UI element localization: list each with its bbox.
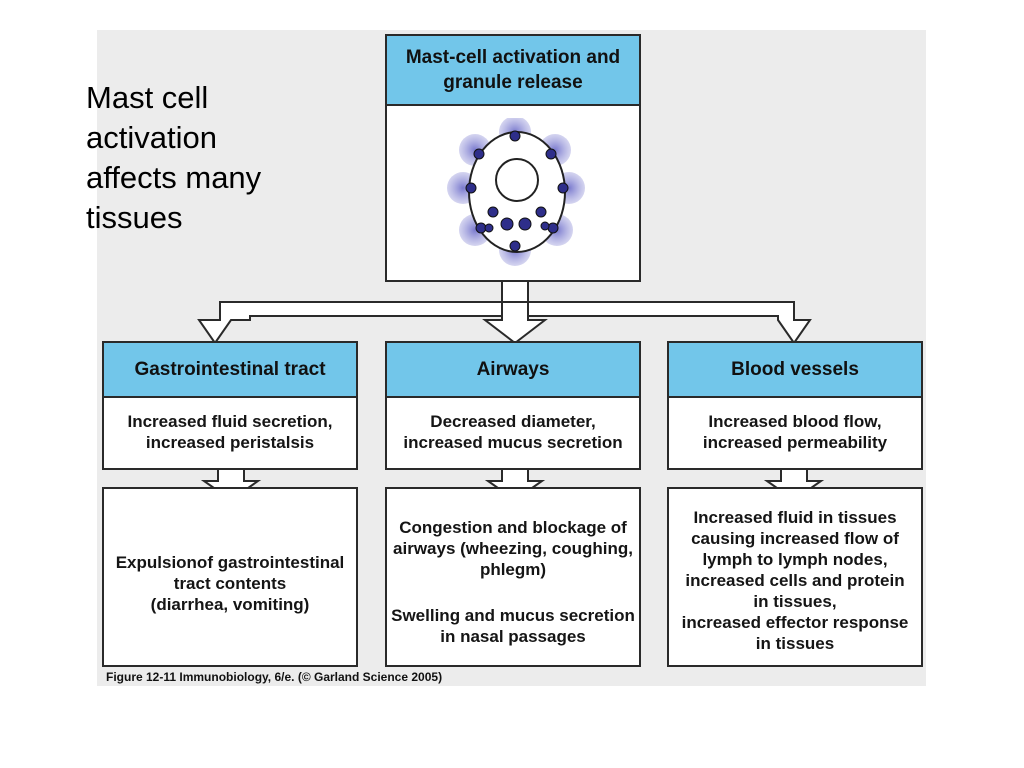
slide-title-line: Mast cell <box>86 80 209 115</box>
granule <box>518 217 532 231</box>
blood-outcome-line: causing increased flow of <box>691 529 899 548</box>
mast-cell-header-line: granule release <box>443 72 583 93</box>
gi-outcome-text: Expulsionof gastrointestinal tract conte… <box>104 552 356 615</box>
gi-tract-header-label: Gastrointestinal tract <box>134 358 326 380</box>
airways-outcome-box <box>385 487 641 667</box>
airways-outcome2-line: Swelling and mucus secretion <box>391 606 635 625</box>
airways-effect-text: Decreased diameter, increased mucus secr… <box>387 411 639 453</box>
blood-vessels-header-label: Blood vessels <box>731 358 859 380</box>
blood-outcome-line: lymph to lymph nodes, <box>702 550 888 569</box>
airways-outcome-line: Congestion and blockage of <box>399 518 627 537</box>
cell-nucleus <box>495 158 539 202</box>
granule <box>547 222 559 234</box>
blood-vessels-header: Blood vessels <box>667 341 923 398</box>
blood-effect-box <box>667 396 923 470</box>
blood-outcome-line: in tissues <box>755 634 835 653</box>
airways-outcome2-line: in nasal passages <box>440 627 586 646</box>
granule <box>487 206 499 218</box>
gi-effect-text: Increased fluid secretion, increased per… <box>104 411 356 453</box>
airways-header-label: Airways <box>476 358 550 380</box>
gi-effect-box <box>102 396 358 470</box>
airways-outcome-line: airways (wheezing, coughing, <box>393 539 633 558</box>
blood-outcome-line: increased effector response <box>681 613 909 632</box>
airways-effect-box <box>385 396 641 470</box>
mast-cell-header: Mast-cell activation and granule release <box>385 34 641 106</box>
granule <box>535 206 547 218</box>
slide-title-line: affects many <box>86 160 262 195</box>
gi-outcome-box <box>102 487 358 667</box>
blood-effect-line: increased permeability <box>702 433 888 452</box>
airways-outcome-line: phlegm) <box>479 560 547 579</box>
mast-cell-header-line: Mast-cell activation and <box>405 47 621 68</box>
slide-title-line: tissues <box>86 200 183 235</box>
granule <box>545 148 557 160</box>
blood-effect-line: Increased blood flow, <box>708 412 882 431</box>
airways-effect-line: Decreased diameter, <box>430 412 596 431</box>
airways-outcome2-text: Swelling and mucus secretion in nasal pa… <box>387 605 639 647</box>
gi-outcome-line: (diarrhea, vomiting) <box>150 595 310 614</box>
blood-outcome-box <box>667 487 923 667</box>
granule <box>465 182 477 194</box>
gi-tract-header: Gastrointestinal tract <box>102 341 358 398</box>
airways-outcome-text: Congestion and blockage of airways (whee… <box>387 517 639 580</box>
mast-cell-illustration <box>447 118 585 266</box>
granule <box>473 148 485 160</box>
granule <box>500 217 514 231</box>
granule <box>509 130 521 142</box>
gi-outcome-line: Expulsionof gastrointestinal <box>115 553 345 572</box>
branch-arrow-middle <box>482 301 548 345</box>
granule <box>557 182 569 194</box>
airways-header: Airways <box>385 341 641 398</box>
granule <box>540 221 550 231</box>
figure-caption: Figure 12-11 Immunobiology, 6/e. (© Garl… <box>106 670 443 684</box>
gi-effect-line: increased peristalsis <box>145 433 315 452</box>
blood-outcome-line: Increased fluid in tissues <box>693 508 897 527</box>
slide-title-line: activation <box>86 120 217 155</box>
granule <box>484 223 494 233</box>
blood-outcome-text: Increased fluid in tissues causing incre… <box>669 507 921 654</box>
blood-outcome-line: increased cells and protein <box>685 571 905 590</box>
granule <box>509 240 521 252</box>
blood-effect-text: Increased blood flow, increased permeabi… <box>669 411 921 453</box>
airways-effect-line: increased mucus secretion <box>403 433 623 452</box>
blood-outcome-line: in tissues, <box>753 592 837 611</box>
gi-effect-line: Increased fluid secretion, <box>127 412 333 431</box>
slide-title: Mast cell activation affects many tissue… <box>86 78 346 238</box>
gi-outcome-line: tract contents <box>173 574 287 593</box>
